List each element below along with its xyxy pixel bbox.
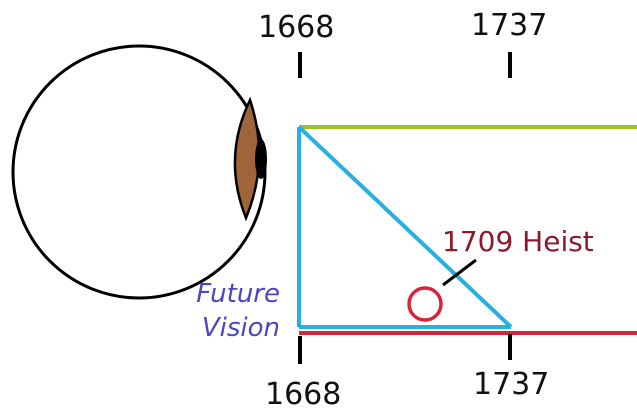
eye-icon (11, 44, 267, 300)
event-leader-line (442, 258, 477, 287)
blue-triangle (297, 125, 513, 329)
future-vision-line-2: Vision (201, 313, 280, 343)
year-label-bottom-left: 1668 (265, 377, 342, 412)
future-vision-label: Future Vision (188, 277, 280, 345)
event-label: 1709 Heist (442, 225, 594, 258)
year-label-bottom-right: 1737 (473, 367, 550, 402)
pupil-icon (255, 139, 267, 179)
iris-icon (233, 96, 261, 222)
year-label-top-left: 1668 (258, 10, 335, 45)
future-vision-line-1: Future (196, 279, 280, 309)
year-label-top-right: 1737 (471, 8, 548, 43)
circle-icon (407, 286, 443, 322)
